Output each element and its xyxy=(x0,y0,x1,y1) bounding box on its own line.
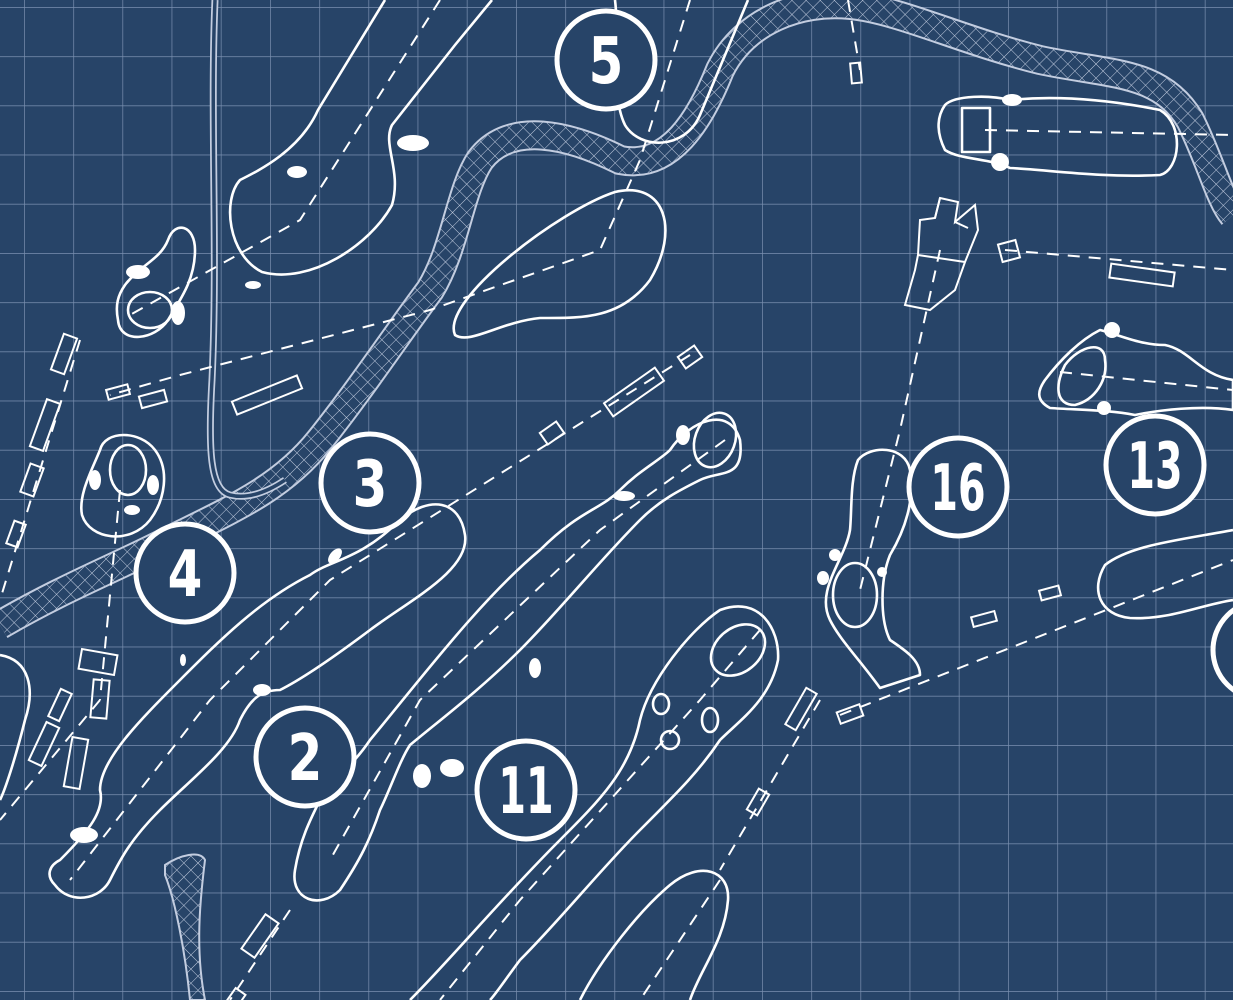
hole-number: 16 xyxy=(930,451,985,526)
hole-marker-13[interactable]: 13 xyxy=(1103,413,1207,517)
hole-marker-partial xyxy=(1210,607,1233,693)
hole-marker-5[interactable]: 5 xyxy=(554,8,658,112)
bunkers xyxy=(70,94,1120,843)
hole-marker-2[interactable]: 2 xyxy=(253,705,357,809)
hole-marker-3[interactable]: 3 xyxy=(318,431,422,535)
hole-number: 4 xyxy=(168,537,203,612)
hole-number: 2 xyxy=(288,721,323,796)
hole-marker-11[interactable]: 11 xyxy=(474,738,578,842)
hole-number: 11 xyxy=(498,754,553,829)
hole-number: 3 xyxy=(353,447,388,522)
hole-marker-16[interactable]: 16 xyxy=(906,435,1010,539)
hole-number: 5 xyxy=(589,24,624,99)
tee-boxes xyxy=(4,61,1176,1000)
hole-marker-4[interactable]: 4 xyxy=(133,521,237,625)
hole-number: 13 xyxy=(1127,429,1182,504)
